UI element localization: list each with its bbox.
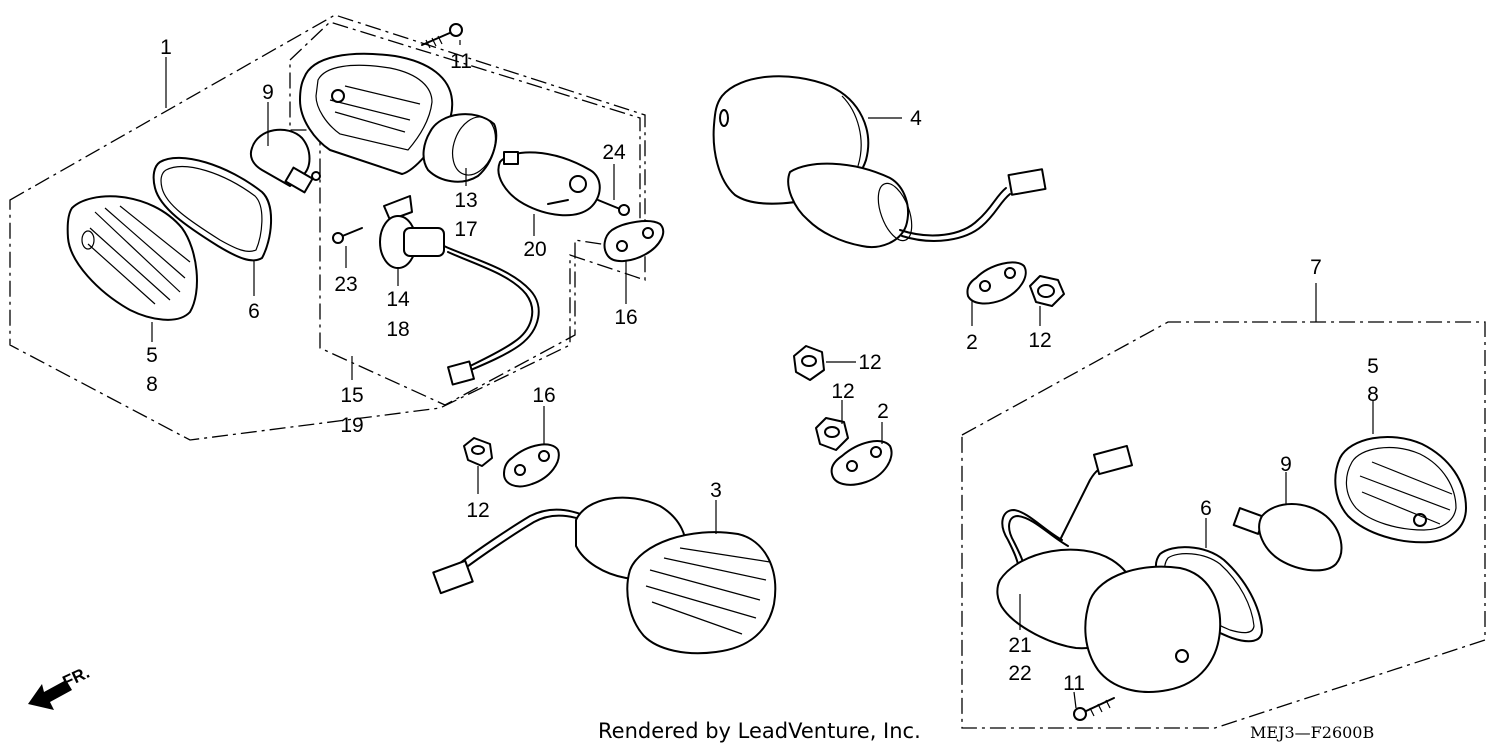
- lens-right: [1334, 436, 1467, 544]
- part-label-21: 21: [1008, 634, 1031, 657]
- part-label-4: 4: [910, 107, 922, 130]
- diagram-code: MEJ3—F2600B: [1250, 723, 1374, 742]
- screw-24: [597, 199, 630, 216]
- part-label-12: 12: [831, 380, 854, 403]
- part-label-13: 13: [454, 189, 477, 212]
- screw-11-left: [421, 23, 463, 49]
- part-label-15: 15: [340, 384, 363, 407]
- part-label-12: 12: [858, 351, 881, 374]
- part-label-20: 20: [523, 238, 546, 261]
- turn-signal-housing-21: [996, 444, 1222, 693]
- footer-credit: Rendered by LeadVenture, Inc.: [598, 719, 921, 743]
- part-label-22: 22: [1008, 662, 1031, 685]
- nut-12-center-top: [793, 345, 825, 381]
- part-label-16: 16: [532, 384, 555, 407]
- part-label-6: 6: [1200, 497, 1212, 520]
- housing-left: [299, 52, 498, 183]
- socket-14: [379, 195, 540, 386]
- part-label-8: 8: [1367, 383, 1379, 406]
- grommet-16-upper: [603, 220, 665, 262]
- part-label-16: 16: [614, 306, 637, 329]
- part-label-17: 17: [454, 218, 477, 241]
- part-label-11: 11: [450, 50, 472, 73]
- assembly-frame-15: [289, 21, 641, 406]
- assembly-frame-1: [9, 14, 646, 441]
- part-label-23: 23: [334, 273, 357, 296]
- nut-12-left-lower: [463, 437, 493, 467]
- turn-signal-4: [712, 75, 1047, 248]
- part-label-5: 5: [1367, 355, 1379, 378]
- screw-23: [332, 227, 363, 244]
- part-label-6: 6: [248, 300, 260, 323]
- nut-12-center: [815, 417, 849, 451]
- part-label-9: 9: [1280, 453, 1292, 476]
- part-label-2: 2: [877, 400, 889, 423]
- part-label-14: 14: [386, 288, 410, 311]
- part-label-9: 9: [262, 81, 274, 104]
- part-label-8: 8: [146, 373, 158, 396]
- lens-left: [66, 195, 198, 321]
- part-label-24: 24: [602, 141, 626, 164]
- part-label-5: 5: [146, 344, 158, 367]
- turn-signal-3: [432, 496, 777, 655]
- leader-lines: [151, 40, 1374, 709]
- nut-12-upper-right: [1029, 275, 1065, 307]
- bulb-right: [1232, 503, 1343, 572]
- grommet-16-lower: [503, 443, 560, 488]
- part-label-7: 7: [1310, 256, 1322, 279]
- front-direction-indicator: FR.: [28, 663, 93, 710]
- part-label-12: 12: [1028, 329, 1051, 352]
- bulb-left: [249, 128, 321, 194]
- part-labels: 1 9 11 4 24 13 17 20 23 14 18 6 16 5 8 1…: [146, 36, 1379, 695]
- screw-11-right: [1073, 697, 1115, 721]
- assembly-frame-7: [961, 321, 1486, 729]
- part-label-1: 1: [160, 36, 172, 59]
- part-label-19: 19: [340, 414, 363, 437]
- socket-20: [497, 151, 601, 217]
- gasket-left: [152, 156, 273, 262]
- part-label-12: 12: [466, 499, 489, 522]
- front-arrow-icon: [28, 680, 72, 710]
- grommet-2-center: [830, 440, 893, 486]
- part-label-11: 11: [1063, 672, 1085, 695]
- part-label-18: 18: [386, 318, 409, 341]
- part-label-3: 3: [710, 479, 722, 502]
- part-label-2: 2: [966, 331, 978, 354]
- grommet-2-upper: [966, 261, 1027, 305]
